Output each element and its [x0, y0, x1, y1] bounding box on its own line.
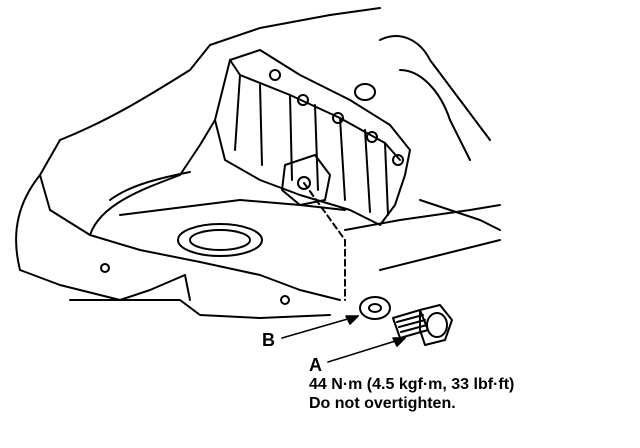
leader-arrows — [281, 315, 406, 363]
drain-bolt-a — [392, 304, 453, 346]
arrow-b — [281, 315, 359, 339]
callout-a-label: A — [309, 355, 322, 375]
overtighten-warning: Do not overtighten. — [309, 395, 456, 412]
drain-boss — [281, 154, 346, 301]
floor-details — [100, 35, 501, 305]
arrow-a — [327, 337, 406, 363]
subframe — [15, 7, 381, 319]
callout-b-label: B — [262, 330, 275, 350]
washer-b — [359, 296, 391, 320]
torque-spec: 44 N·m (4.5 kgf·m, 33 lbf·ft) — [309, 376, 515, 393]
oil-pan — [214, 49, 411, 226]
